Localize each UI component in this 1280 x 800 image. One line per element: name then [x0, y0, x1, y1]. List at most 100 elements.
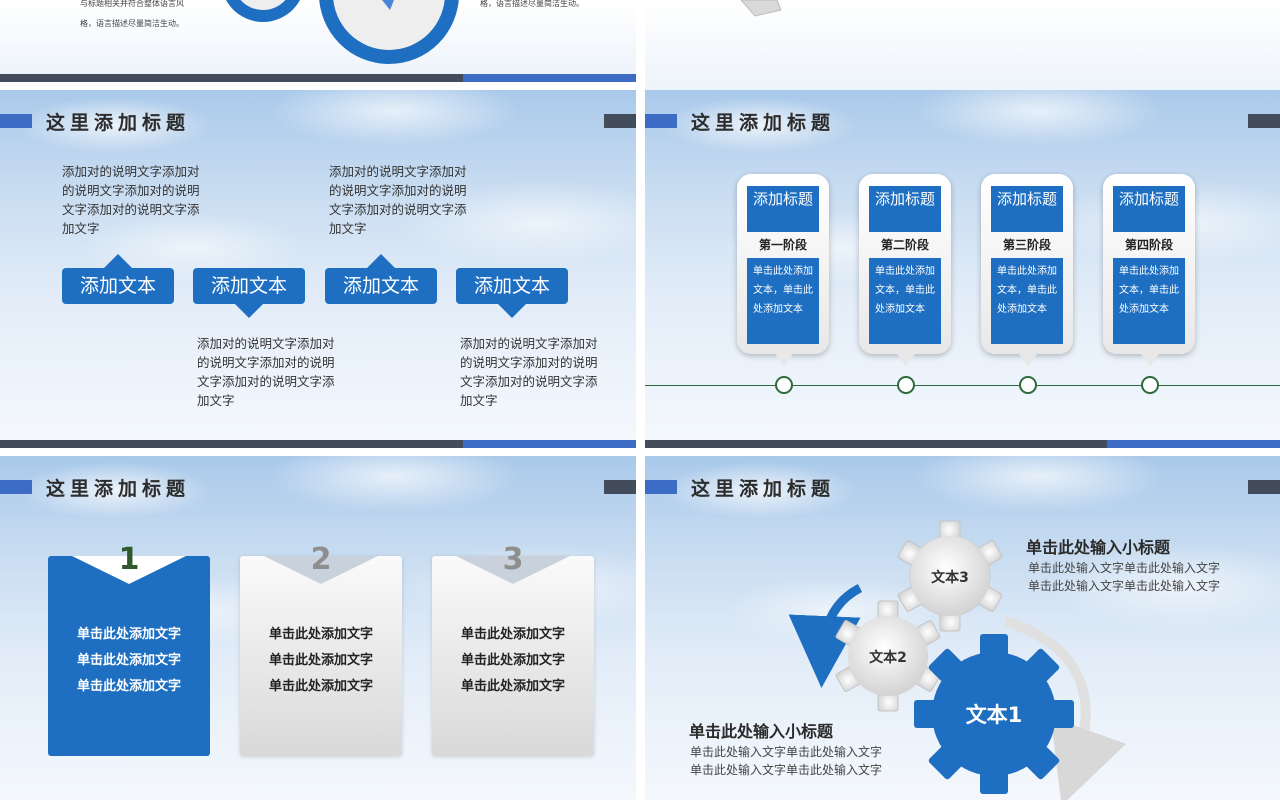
card-number: 1: [118, 542, 140, 577]
slide-top-left-partial[interactable]: 与标题相关并符合整体语言风 格，语言描述尽量简洁生动。 格，语言描述尽量简洁生动…: [0, 0, 636, 74]
stage-pointer: [1141, 354, 1159, 366]
stage-heading: 添加标题: [991, 186, 1063, 232]
top-text[interactable]: 单击此处输入文字单击此处输入文字 单击此处输入文字单击此处输入文字: [1028, 559, 1220, 595]
page-title: 这里添加标题: [691, 478, 836, 500]
card-number: 3: [502, 542, 524, 577]
card-text: 单击此处添加文字 单击此处添加文字 单击此处添加文字: [48, 622, 210, 700]
gear-1-label: 文本1: [966, 703, 1023, 727]
separator-dark: [645, 440, 1107, 448]
stage-card[interactable]: 添加标题 第一阶段 单击此处添加文本，单击此处添加文本: [737, 174, 829, 366]
top-right-description: 格，语言描述尽量简洁生动。: [480, 0, 584, 8]
blue-curved-arrow: [788, 583, 863, 688]
stage-card[interactable]: 添加标题 第二阶段 单击此处添加文本，单击此处添加文本: [859, 174, 951, 366]
device-icon: [740, 0, 782, 17]
bottom-text-line: 单击此处输入文字单击此处输入文字: [690, 745, 883, 759]
page-title: 这里添加标题: [46, 112, 191, 134]
stage-card[interactable]: 添加标题 第三阶段 单击此处添加文本，单击此处添加文本: [981, 174, 1073, 366]
card-line: 单击此处添加文字: [76, 653, 181, 668]
title-accent-left: [0, 114, 32, 128]
card-line: 单击此处添加文字: [268, 653, 373, 668]
separator-dark: [0, 440, 463, 448]
slide-top-right-partial[interactable]: [645, 0, 1280, 90]
timeline-node: [1141, 376, 1159, 394]
top-left-description: 与标题相关并符合整体语言风 格，语言描述尽量简洁生动。: [80, 0, 200, 34]
bottom-text[interactable]: 单击此处输入文字单击此处输入文字 单击此处输入文字单击此处输入文字: [690, 743, 882, 779]
add-text-button[interactable]: 添加文本: [325, 268, 437, 304]
stage-label: 第三阶段: [1002, 238, 1051, 252]
gear-small-icon: [226, 0, 300, 22]
numbered-card[interactable]: 3 单击此处添加文字 单击此处添加文字 单击此处添加文字: [432, 542, 594, 756]
title-accent-right: [604, 114, 636, 128]
card-line: 单击此处添加文字: [460, 627, 565, 642]
gear-3-icon: [897, 520, 1003, 632]
stage-pointer: [1019, 354, 1037, 366]
stage-body: 单击此处添加文本，单击此处添加文本: [869, 258, 941, 344]
gear-2-icon: [835, 600, 941, 712]
slide-numbered-cards[interactable]: 这里添加标题 1 单击此处添加文字 单击此处添加文字 单击此处添加文字 2 单击…: [0, 456, 636, 800]
title-accent-right: [604, 480, 636, 494]
stage-card[interactable]: 添加标题 第四阶段 单击此处添加文本，单击此处添加文本: [1103, 174, 1195, 366]
slide-text-buttons[interactable]: 这里添加标题 添加对的说明文字添加对的说明文字添加对的说明文字添加对的说明文字添…: [0, 90, 636, 440]
card-text: 单击此处添加文字 单击此处添加文字 单击此处添加文字: [240, 622, 402, 700]
top-text-line: 单击此处输入文字单击此处输入文字: [1028, 561, 1221, 575]
card-line: 单击此处添加文字: [76, 679, 181, 694]
pointer-up: [104, 254, 132, 268]
gear-large-icon: [319, 0, 459, 64]
gear-1-icon: [914, 634, 1074, 794]
page-title: 这里添加标题: [46, 478, 191, 500]
card-notch: [264, 556, 378, 584]
timeline-line: [645, 385, 1280, 386]
separator-blue: [1107, 440, 1280, 448]
bottom-text-line: 单击此处输入文字单击此处输入文字: [690, 763, 883, 777]
separator-dark: [0, 74, 463, 82]
gear-3-label: 文本3: [931, 569, 969, 586]
title-accent-left: [0, 480, 32, 494]
separator-bar: [645, 440, 1280, 448]
separator-bar: [0, 74, 636, 82]
numbered-card[interactable]: 2 单击此处添加文字 单击此处添加文字 单击此处添加文字: [240, 542, 402, 756]
card-notch: [456, 556, 570, 584]
stage-body: 单击此处添加文本，单击此处添加文本: [747, 258, 819, 344]
numbered-card[interactable]: 1 单击此处添加文字 单击此处添加文字 单击此处添加文字: [48, 542, 210, 756]
slide-timeline-stages[interactable]: 这里添加标题 添加标题 第一阶段 单击此处添加文本，单击此处添加文本 添加标题 …: [645, 90, 1280, 440]
card-line: 单击此处添加文字: [76, 627, 181, 642]
card-line: 单击此处添加文字: [460, 653, 565, 668]
card-line: 单击此处添加文字: [268, 627, 373, 642]
gear-2-label: 文本2: [869, 649, 907, 666]
stage-heading: 添加标题: [869, 186, 941, 232]
bottom-subtitle[interactable]: 单击此处输入小标题: [689, 722, 834, 741]
add-text-button[interactable]: 添加文本: [62, 268, 174, 304]
button-description: 添加对的说明文字添加对的说明文字添加对的说明文字添加对的说明文字添加文字: [197, 336, 335, 408]
grey-curved-arrow: [1003, 616, 1127, 800]
timeline-node: [897, 376, 915, 394]
card-notch: [72, 556, 186, 584]
top-subtitle[interactable]: 单击此处输入小标题: [1026, 538, 1171, 557]
top-text-line: 单击此处输入文字单击此处输入文字: [1028, 579, 1221, 593]
pointer-down: [235, 304, 263, 318]
stage-pointer: [775, 354, 793, 366]
button-description: 添加对的说明文字添加对的说明文字添加对的说明文字添加对的说明文字添加文字: [62, 164, 200, 236]
stage-label: 第二阶段: [880, 238, 929, 252]
title-accent-right: [1248, 480, 1280, 494]
top-left-desc-line: 与标题相关并符合整体语言风: [80, 0, 184, 8]
card-line: 单击此处添加文字: [268, 679, 373, 694]
gears-diagram: 文本3 文本2 文本1: [788, 520, 1127, 800]
add-text-button[interactable]: 添加文本: [456, 268, 568, 304]
button-description: 添加对的说明文字添加对的说明文字添加对的说明文字添加对的说明文字添加文字: [329, 164, 467, 236]
top-left-desc-line: 格，语言描述尽量简洁生动。: [80, 19, 184, 28]
separator-bar: [0, 440, 636, 448]
title-accent-left: [645, 480, 677, 494]
page-title: 这里添加标题: [691, 112, 836, 134]
separator-blue: [463, 74, 636, 82]
title-accent-left: [645, 114, 677, 128]
button-description: 添加对的说明文字添加对的说明文字添加对的说明文字添加对的说明文字添加文字: [460, 336, 598, 408]
card-number: 2: [310, 542, 332, 577]
stage-heading: 添加标题: [1113, 186, 1185, 232]
stage-label: 第一阶段: [758, 238, 807, 252]
slide-gears[interactable]: 这里添加标题: [645, 456, 1280, 800]
timeline-node: [1019, 376, 1037, 394]
pointer-up: [367, 254, 395, 268]
card-line: 单击此处添加文字: [460, 679, 565, 694]
add-text-button[interactable]: 添加文本: [193, 268, 305, 304]
card-text: 单击此处添加文字 单击此处添加文字 单击此处添加文字: [432, 622, 594, 700]
